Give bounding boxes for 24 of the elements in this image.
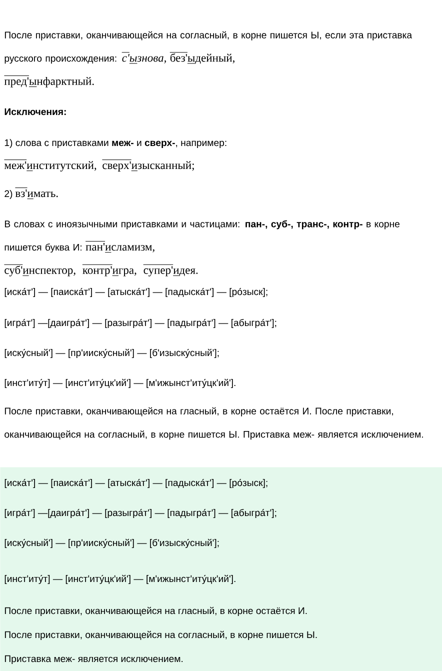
label: После приставки, оканчивающейся на согласный, в корне пишется Ы, если эта приставка (4, 31, 412, 40)
label: В словах с иноязычными приставками и частицами: пан-, суб-, транс-, контр- в корне (4, 220, 400, 230)
section-heading: Исключения: (4, 108, 66, 116)
label: пан'исламизм, (86, 243, 154, 252)
label: пред'ынфарктный. (4, 76, 94, 88)
item-number: 2) (4, 190, 12, 199)
rule-paragraph: После приставки, оканчивающейся на гласный, в корне остаётся И. После приставки, оканчивающейся на согласный, в корне пишется Ы. Приставка меж- является исключением. (4, 407, 423, 440)
example-word: вз'имать. (14, 188, 58, 200)
transcription-line: [иску́сный'] — [пр'ииску́сный'] — [б'изыску́сный']; (4, 348, 219, 358)
rule-paragraph: После приставки, оканчивающейся на согласный, в корне пишется Ы, если эта приставка русского происхождения: с'ызнова, без'ыдейный, пред'ынфарктный. (4, 31, 412, 88)
label: пишется буква И: (4, 244, 82, 253)
label: супер'идея. (144, 266, 198, 276)
transcription-line: [иска́т'] — [паиска́т'] — [атыска́т'] — [падыска́т'] — [ро́зыск]; (4, 288, 268, 297)
label: русского происхождения: (4, 56, 116, 64)
rule-paragraph: В словах с иноязычными приставками и частицами: пан-, суб-, транс-, контр- в корне пишется буква И: пан'исламизм, суб'инспектор, контр'игра, супер'идея. (4, 220, 400, 276)
highlight-panel: [иска́т'] — [паиска́т'] — [атыска́т'] — [падыска́т'] — [ро́зыск]; [игра́т'] —[даигра́т'] — [разыгра́т'] — [падыгра́т'] — [абыгра́т']; [иску́сный'] — [пр'ииску́сный'] — [б'изыску́сный']; [инст'иту́т] — [инст'иту́цк'ий'] — [м'ижынст'иту́цк'ий']. После приставки, оканчивающейся на гласный, в корне остаётся И. После приставки, оканчивающейся на согласный, в корне пишется Ы. Приставка меж- является исключением. (0, 467, 442, 671)
exception-item: 1) слова с приставками меж- и сверх-, например: (4, 139, 226, 148)
transcription-line: [игра́т'] —[даигра́т'] — [разыгра́т'] — [падыгра́т'] — [абыгра́т']; (4, 318, 276, 328)
label: без'ыдейный, (170, 53, 234, 64)
label: суб'инспектор, (4, 266, 76, 276)
label: контр'игра, (82, 266, 136, 276)
example-words: меж'институтский, сверх'изысканный; (4, 160, 194, 172)
transcription-line: [инст'иту́т] — [инст'иту́цк'ий'] — [м'ижынст'иту́цк'ий']. (4, 378, 236, 388)
label: с'ызнова, (122, 54, 166, 64)
